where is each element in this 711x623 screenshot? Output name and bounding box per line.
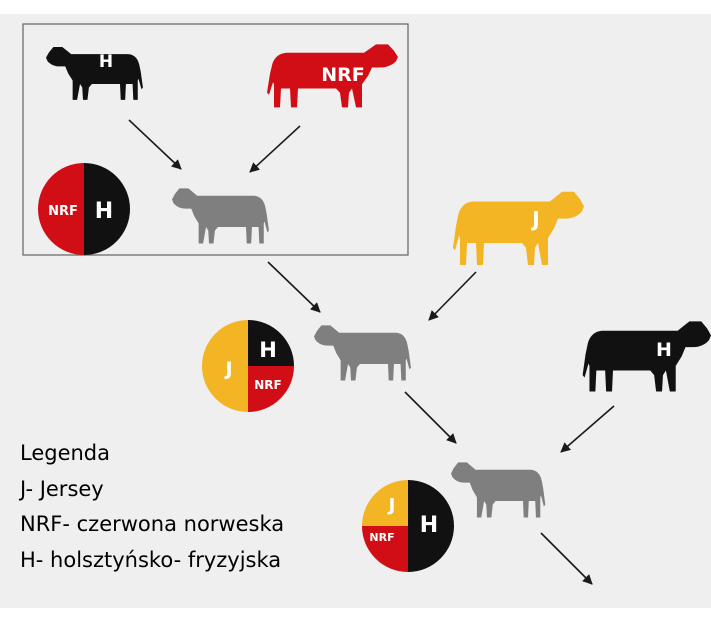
arrow-gen3-onward — [540, 532, 593, 585]
legend-title: Legenda — [20, 441, 111, 465]
legend: Legenda J- Jersey NRF- czerwona norweska… — [20, 436, 284, 578]
holstein-parent-cow-icon: H — [46, 47, 143, 100]
holstein-parent-label: H — [99, 52, 113, 72]
arrow-jersey-to-gen2 — [428, 271, 477, 321]
arrow-holstein2-to-gen3 — [560, 405, 615, 453]
bottom-margin — [0, 608, 711, 623]
legend-item-holstein: H- holsztyńsko- fryzyjska — [20, 547, 282, 572]
gen3-nrf-label: NRF — [369, 531, 394, 544]
gen2-nrf-label: NRF — [254, 378, 281, 392]
cross-arrows — [128, 119, 615, 585]
legend-item-nrf: NRF- czerwona norweska — [20, 512, 285, 536]
gen1-composition-circle: NRF H — [38, 163, 130, 255]
gen2-composition-circle: J H NRF — [202, 320, 294, 412]
gen3-h-label: H — [420, 513, 438, 538]
first-cross-frame — [22, 23, 409, 256]
gen2-j-label: J — [223, 358, 232, 380]
jersey-parent-cow-icon: J — [453, 191, 584, 265]
top-margin — [0, 0, 711, 14]
arrow-nrf-to-gen1 — [249, 125, 301, 173]
nrf-parent-label: NRF — [321, 64, 365, 86]
gen3-j-label: J — [387, 495, 396, 516]
gen2-h-label: H — [259, 338, 277, 362]
legend-item-jersey: J- Jersey — [20, 476, 104, 501]
arrow-holstein-to-gen1 — [128, 119, 182, 170]
gen3-composition-circle: J NRF H — [362, 480, 454, 572]
nrf-parent-cow-icon: NRF — [267, 44, 398, 108]
gen1-nrf-label: NRF — [48, 204, 78, 219]
jersey-parent-label: J — [530, 207, 539, 231]
gen1-h-label: H — [95, 199, 113, 224]
arrow-gen1-to-gen2 — [267, 261, 321, 313]
holstein-parent-2-label: H — [656, 339, 672, 361]
holstein-parent-2-cow-icon: H — [582, 321, 711, 392]
arrow-gen2-to-gen3 — [404, 391, 457, 444]
